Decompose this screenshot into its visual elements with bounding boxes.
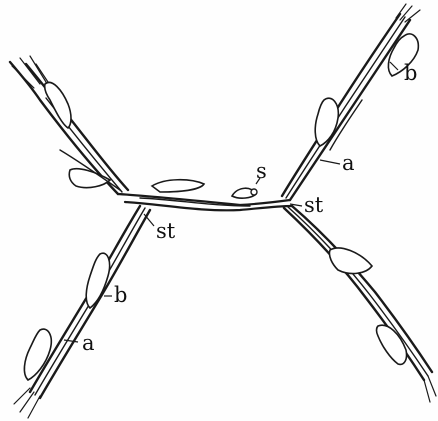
upper-left-arm	[8, 55, 130, 196]
label-st-left: st	[156, 219, 176, 243]
label-a-top-right: a	[342, 151, 355, 175]
label-a-bottom-left: a	[82, 331, 95, 355]
label-st-right: st	[304, 193, 324, 217]
label-s-center: s	[256, 159, 267, 183]
label-b-top-right: b	[404, 61, 417, 85]
central-bridge	[116, 178, 294, 212]
lower-left-arm	[13, 204, 152, 419]
label-b-bottom-left: b	[114, 283, 127, 307]
upper-right-arm	[280, 3, 421, 202]
lower-right-arm	[282, 204, 437, 403]
label-leaders	[63, 61, 399, 343]
